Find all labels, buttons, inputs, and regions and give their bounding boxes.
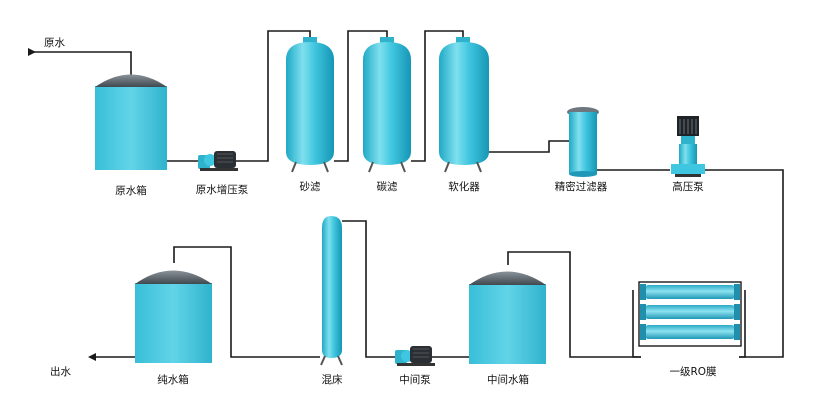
sand-filter: 砂滤 (286, 37, 334, 193)
carbon-filter-label: 碳滤 (377, 180, 398, 193)
ro-tube-3 (640, 324, 740, 340)
high-pressure-pump-label: 高压泵 (672, 180, 704, 193)
sand-filter-label: 砂滤 (300, 180, 321, 193)
booster-pump: 原水增压泵 (196, 151, 249, 196)
ro-membrane-label: 一级RO膜 (669, 366, 717, 378)
ro-tube-1 (640, 284, 740, 300)
pure-water-tank: 纯水箱 (135, 270, 212, 386)
booster-pump-label: 原水增压泵 (196, 183, 249, 196)
pipes (30, 30, 784, 358)
mixed-bed-label: 混床 (322, 373, 343, 386)
carbon-filter: 碳滤 (363, 37, 411, 193)
outlet-label: 出水 (50, 365, 71, 378)
raw-water-tank: 原水箱 (95, 74, 167, 197)
precision-filter: 精密过滤器 (555, 107, 608, 193)
middle-tank-label: 中间水箱 (487, 373, 529, 386)
mixed-bed: 混床 (320, 216, 343, 386)
ro-tube-2 (640, 304, 740, 320)
middle-pump-label: 中间泵 (399, 373, 431, 386)
raw-tank-label: 原水箱 (115, 184, 147, 197)
high-pressure-pump: 高压泵 (671, 116, 705, 193)
pure-tank-label: 纯水箱 (157, 373, 189, 386)
raw-water-inlet-label: 原水 (44, 37, 65, 49)
inlet-arrow-icon (28, 48, 36, 56)
softener: 软化器 (439, 37, 489, 193)
softener-label: 软化器 (448, 180, 480, 193)
middle-water-tank: 中间水箱 (469, 271, 546, 386)
outlet-arrow-icon (88, 353, 96, 361)
ro-membrane-rack: 一级RO膜 (638, 281, 742, 378)
precision-filter-label: 精密过滤器 (555, 180, 608, 193)
flow-arrows (28, 48, 96, 361)
middle-pump: 中间泵 (395, 346, 435, 386)
